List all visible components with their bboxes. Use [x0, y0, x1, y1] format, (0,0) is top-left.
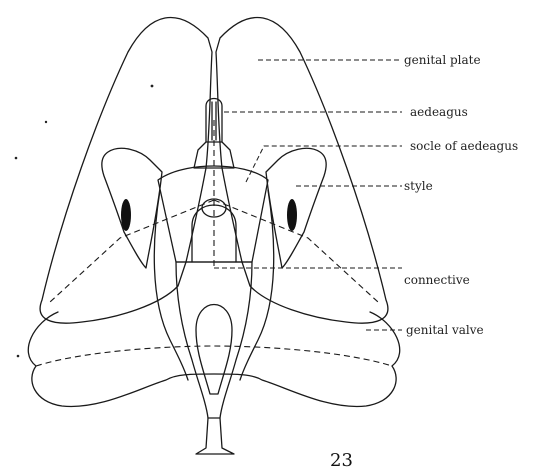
connective-outer-contour-right: [240, 190, 274, 380]
figure-number: 23: [330, 450, 353, 471]
dashed-lower-arc: [36, 346, 392, 366]
style-left-dark-mark: [121, 199, 131, 231]
genital-plate-right: [216, 17, 388, 323]
label-style: style: [404, 179, 433, 193]
lower-stalk: [196, 418, 234, 454]
dashed-oblique-left: [50, 200, 214, 302]
stray-mark: [15, 157, 18, 160]
connective-outer-contour-left: [154, 190, 188, 380]
genital-plate-left: [40, 17, 212, 323]
label-aedeagus: aedeagus: [410, 105, 468, 119]
connective-inner-loop: [196, 305, 232, 395]
socle-of-aedeagus: [158, 166, 268, 262]
stray-mark: [151, 85, 154, 88]
label-genital-valve: genital valve: [406, 323, 484, 337]
style-left: [102, 148, 162, 268]
label-socle-of-aedeagus: socle of aedeagus: [410, 139, 518, 153]
genital-valve: [28, 312, 399, 406]
stray-mark: [45, 121, 47, 123]
label-genital-plate: genital plate: [404, 53, 481, 67]
style-right-dark-mark: [287, 199, 297, 231]
stray-mark: [17, 355, 20, 358]
label-connective: connective: [404, 273, 470, 287]
